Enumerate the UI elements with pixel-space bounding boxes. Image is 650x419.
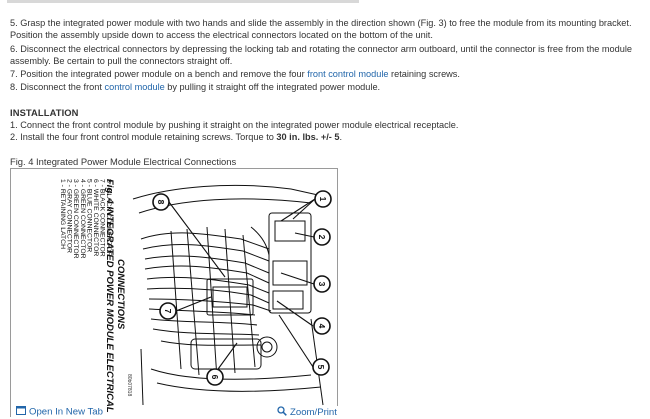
callout-2 — [313, 228, 331, 246]
step-7: 7. Position the integrated power module … — [10, 69, 460, 79]
step-5-line2: Position the assembly upside down to acc… — [10, 30, 433, 41]
callout-7 — [159, 302, 177, 320]
step-8: 8. Disconnect the front control module b… — [10, 82, 381, 92]
installation-heading: INSTALLATION — [10, 107, 79, 118]
legend-item-7: 7 - BLACK CONNECTOR — [99, 179, 106, 257]
callout-5-label: 5 — [316, 365, 326, 370]
top-divider — [7, 0, 359, 3]
install-step-1: 1. Connect the front control module by p… — [10, 120, 459, 130]
figure-title-line2: CONNECTIONS — [115, 259, 126, 330]
step-6: 6. Disconnect the electrical connectors … — [10, 43, 632, 68]
zoom-print-label: Zoom/Print — [290, 407, 337, 419]
figure-code: 80b07818 — [126, 374, 132, 396]
open-in-new-tab-link[interactable]: Open In New Tab — [14, 406, 105, 418]
open-in-new-tab-label: Open In New Tab — [29, 406, 103, 418]
legend-item-2: 2 - GRAY CONNECTOR — [66, 179, 73, 253]
legend-item-1: 1 - RETAINING LATCH — [59, 179, 66, 249]
callout-6 — [206, 368, 224, 386]
callout-6-label: 6 — [210, 375, 220, 380]
callout-4-label: 4 — [317, 324, 327, 329]
callout-5 — [312, 358, 330, 376]
torque-value: 30 in. lbs. +/- 5 — [276, 132, 340, 142]
callout-3-label: 3 — [317, 282, 327, 287]
legend-item-5: 5 - BLUE CONNECTOR — [85, 179, 92, 252]
new-tab-icon — [16, 406, 26, 418]
step-5-line1: 5. Grasp the integrated power module wit… — [10, 18, 632, 28]
figure-caption: Fig. 4 Integrated Power Module Electrica… — [10, 156, 237, 167]
zoom-print-link[interactable]: Zoom/Print — [275, 406, 339, 419]
callout-7-label: 7 — [163, 309, 173, 314]
front-control-module-link[interactable]: front control module — [307, 69, 389, 79]
callout-1 — [314, 190, 332, 208]
legend-item-3: 3 - GREEN CONNECTOR — [72, 179, 79, 259]
legend-item-4: 4 - GREEN CONNECTOR — [79, 179, 86, 259]
step-6-line1: 6. Disconnect the electrical connectors … — [10, 44, 633, 54]
wiring-illustration: Fig. 4 INTEGRATED POWER MODULE ELECTRICA… — [59, 179, 332, 413]
figure-frame[interactable]: Fig. 4 INTEGRATED POWER MODULE ELECTRICA… — [10, 168, 338, 417]
callout-8-label: 8 — [156, 200, 166, 205]
callout-3 — [313, 275, 331, 293]
step-6-line2: assembly. Be certain to pull the connect… — [10, 56, 233, 67]
callout-4 — [313, 317, 331, 335]
legend-item-6: 6 - WHITE CONNECTOR — [92, 179, 99, 256]
callout-1-label: 1 — [318, 197, 328, 202]
control-module-link[interactable]: control module — [104, 82, 165, 92]
callout-8 — [152, 193, 170, 211]
legend-item-8: 8 - BLACK CONNECTOR — [105, 179, 112, 257]
figure-title-line1: Fig. 4 INTEGRATED POWER MODULE ELECTRICA… — [104, 179, 115, 413]
module-drawing — [132, 184, 328, 406]
magnifier-icon — [277, 406, 287, 419]
step-5: 5. Grasp the integrated power module wit… — [10, 17, 632, 42]
callout-2-label: 2 — [317, 235, 327, 240]
install-step-2: 2. Install the four front control module… — [10, 132, 343, 142]
